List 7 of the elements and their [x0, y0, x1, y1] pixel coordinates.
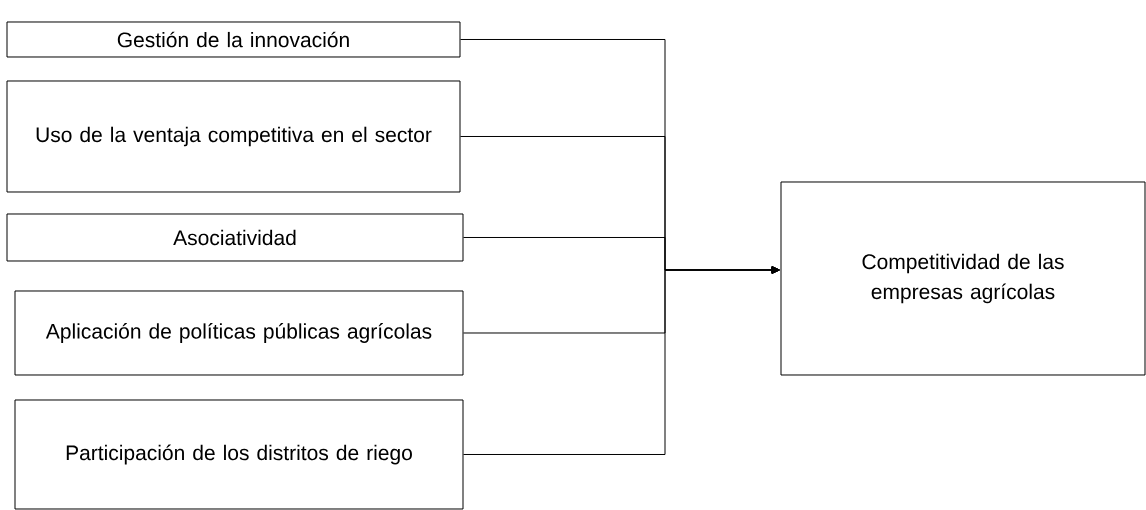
box: Competitividad de las empresas agrícolas — [780, 181, 1146, 376]
box: Aplicación de políticas públicas agrícolas — [14, 290, 464, 376]
box: Participación de los distritos de riego — [14, 399, 464, 510]
connector-arrow — [463, 266, 780, 455]
box: Uso de la ventaja competitiva en el sector — [6, 80, 461, 193]
box: Asociatividad — [6, 213, 464, 262]
box: Gestión de la innovación — [6, 21, 461, 58]
